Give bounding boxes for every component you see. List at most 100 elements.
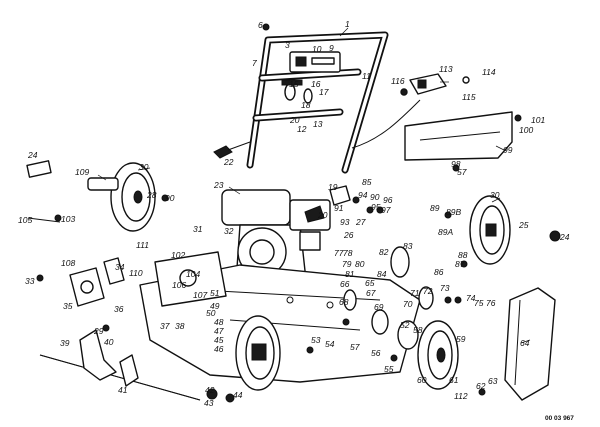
callout-66: 66 — [340, 279, 350, 289]
callout-108: 108 — [61, 258, 75, 268]
callout-91: 91 — [334, 203, 344, 213]
callout-45: 45 — [214, 335, 224, 345]
callout-84: 84 — [377, 269, 387, 279]
callout-1: 1 — [345, 19, 350, 29]
callout-63: 63 — [488, 376, 498, 386]
control-cable — [351, 99, 421, 149]
callout-111: 111 — [136, 240, 149, 250]
handle-clamp — [281, 79, 313, 104]
callout-86: 86 — [434, 267, 444, 277]
drawing-number: 00 03 967 — [545, 415, 574, 422]
gearbox-cover — [154, 251, 227, 307]
callout-114: 114 — [482, 67, 496, 77]
spring-105 — [27, 217, 61, 223]
callout-37: 37 — [160, 321, 170, 331]
callout-105: 105 — [18, 215, 32, 225]
callout-46: 46 — [214, 344, 224, 354]
callout-13: 13 — [313, 119, 323, 129]
callout-89b: 89B — [446, 207, 461, 217]
callout-113: 113 — [439, 64, 453, 74]
callout-96: 96 — [383, 195, 393, 205]
air-filter — [329, 185, 351, 206]
callout-77: 77 — [334, 248, 344, 258]
callout-24-right: 24 — [559, 232, 570, 242]
callout-29: 29 — [93, 326, 104, 336]
callout-87: 87 — [455, 259, 465, 269]
callout-107: 107 — [193, 290, 207, 300]
callout-70: 70 — [403, 299, 413, 309]
callout-115: 115 — [462, 92, 476, 102]
callout-39: 39 — [60, 338, 70, 348]
callout-47: 47 — [214, 326, 224, 336]
callout-31: 31 — [193, 224, 203, 234]
callout-74: 74 — [466, 293, 476, 303]
callout-110: 110 — [129, 268, 143, 278]
rear-wheel-left — [110, 162, 156, 232]
callout-42: 42 — [205, 385, 215, 395]
callout-94: 94 — [358, 190, 368, 200]
callout-93: 93 — [340, 217, 350, 227]
leader-lines — [97, 27, 531, 344]
callout-52: 52 — [400, 320, 410, 330]
callout-41: 41 — [118, 385, 128, 395]
callout-43: 43 — [204, 398, 214, 408]
callout-109: 109 — [75, 167, 89, 177]
callout-95: 95 — [371, 202, 381, 212]
callout-49: 49 — [210, 301, 220, 311]
callout-64: 64 — [520, 338, 530, 348]
callout-17: 17 — [319, 87, 329, 97]
callout-116: 116 — [391, 76, 405, 86]
callout-65: 65 — [365, 278, 375, 288]
callout-48: 48 — [214, 317, 224, 327]
callout-15: 15 — [289, 79, 299, 89]
callout-54: 54 — [325, 339, 335, 349]
callout-68: 68 — [339, 297, 349, 307]
callout-20: 20 — [289, 115, 300, 125]
callout-36: 36 — [114, 304, 124, 314]
control-panel — [289, 51, 341, 73]
callout-55: 55 — [384, 364, 394, 374]
tine-shaft — [39, 329, 201, 401]
callout-71: 71 — [410, 288, 420, 298]
callout-56: 56 — [371, 348, 381, 358]
callout-99: 99 — [503, 145, 513, 155]
gearbox-left — [69, 257, 125, 307]
callout-101: 101 — [531, 115, 545, 125]
callout-61: 61 — [449, 375, 459, 385]
callout-51: 51 — [210, 288, 220, 298]
callout-69: 69 — [374, 302, 384, 312]
callout-24: 24 — [27, 150, 38, 160]
callout-90: 90 — [165, 193, 175, 203]
callout-32: 32 — [224, 226, 234, 236]
callout-40: 40 — [104, 337, 114, 347]
callout-10: 10 — [312, 44, 322, 54]
callout-85: 85 — [362, 177, 372, 187]
callout-112: 112 — [454, 391, 468, 401]
callout-22: 22 — [223, 157, 234, 167]
throttle-lever — [400, 73, 470, 96]
callout-79: 79 — [342, 259, 352, 269]
bolt-6 — [262, 23, 270, 31]
small-hardware — [36, 88, 561, 403]
callout-60: 60 — [417, 375, 427, 385]
rear-wheel-right — [469, 195, 511, 265]
callout-20-engine: 20 — [317, 210, 328, 220]
callout-97: 97 — [381, 205, 391, 215]
callout-23: 23 — [213, 180, 224, 190]
callout-26: 26 — [343, 230, 354, 240]
callout-59: 59 — [456, 334, 466, 344]
callout-18: 18 — [301, 100, 311, 110]
callout-98: 98 — [451, 159, 461, 169]
callout-57: 57 — [350, 342, 360, 352]
callout-9: 9 — [329, 43, 334, 53]
callout-83: 83 — [403, 241, 413, 251]
callout-62: 62 — [476, 381, 486, 391]
callout-106: 106 — [172, 280, 186, 290]
plate-24 — [26, 160, 52, 178]
callout-73: 73 — [440, 283, 450, 293]
callout-89: 89 — [430, 203, 440, 213]
callout-100: 100 — [519, 125, 533, 135]
callout-89a: 89A — [438, 227, 453, 237]
callout-6: 6 — [258, 20, 263, 30]
